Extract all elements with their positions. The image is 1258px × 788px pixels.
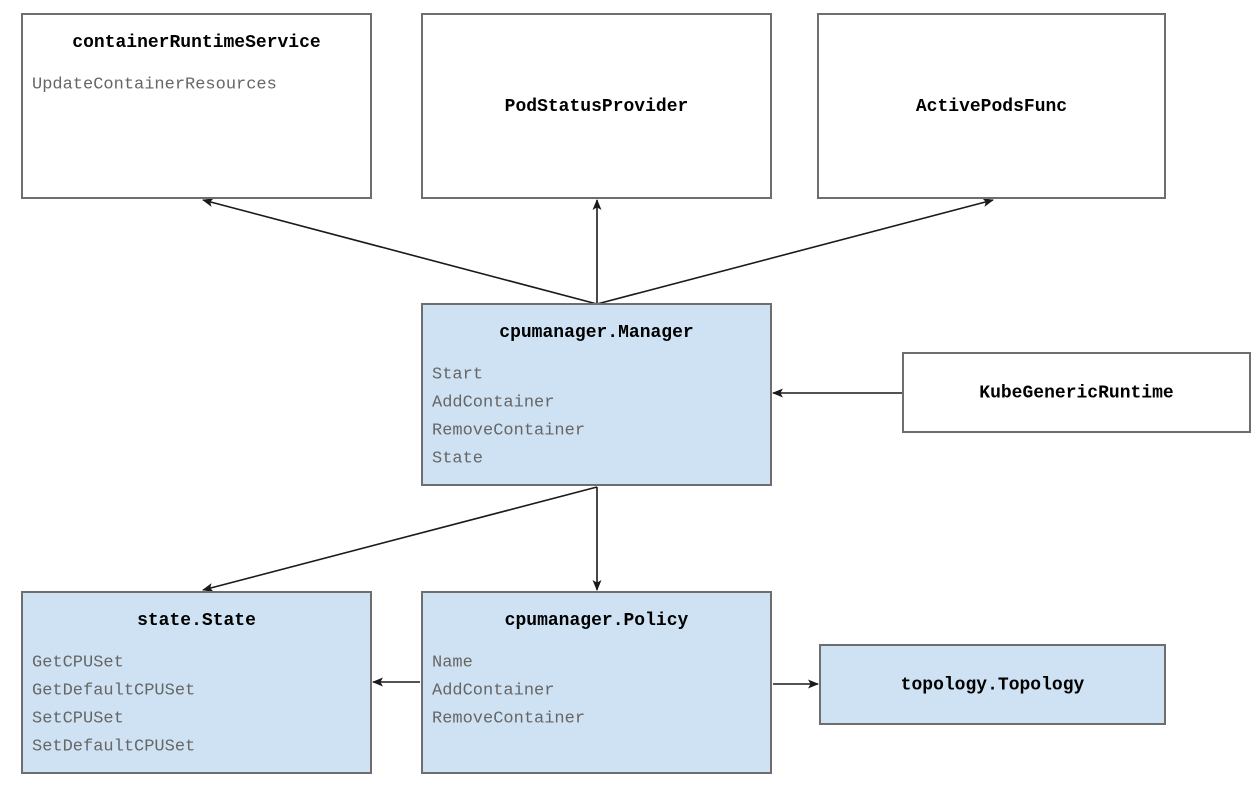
node-box-kubeGenericRuntime[interactable]	[902, 352, 1251, 433]
node-box-cpumanagerManager[interactable]	[421, 303, 772, 486]
node-kubeGenericRuntime[interactable]: KubeGenericRuntime	[902, 352, 1251, 433]
node-method-cpumanagerManager-2: RemoveContainer	[432, 421, 585, 440]
node-method-stateState-3: SetDefaultCPUSet	[32, 737, 195, 756]
edges-layer	[202, 198, 994, 689]
node-title-topologyTopology: topology.Topology	[901, 675, 1085, 695]
node-title-kubeGenericRuntime: KubeGenericRuntime	[979, 383, 1173, 403]
edge-manager-to-activePodsFunc	[596, 198, 994, 305]
edge-manager-to-containerRuntimeService	[202, 198, 598, 305]
node-method-containerRuntimeService-0: UpdateContainerResources	[32, 75, 277, 94]
node-method-stateState-1: GetDefaultCPUSet	[32, 681, 195, 700]
node-title-activePodsFunc: ActivePodsFunc	[916, 97, 1067, 117]
node-topologyTopology[interactable]: topology.Topology	[819, 644, 1166, 725]
node-box-stateState[interactable]	[21, 591, 372, 774]
node-title-cpumanagerPolicy: cpumanager.Policy	[505, 611, 689, 631]
nodes-layer: containerRuntimeServiceUpdateContainerRe…	[21, 13, 1251, 774]
node-method-cpumanagerManager-0: Start	[432, 365, 483, 384]
edge-manager-to-stateState	[202, 486, 598, 592]
node-box-containerRuntimeService[interactable]	[21, 13, 372, 199]
node-title-cpumanagerManager: cpumanager.Manager	[499, 323, 693, 343]
node-method-cpumanagerPolicy-2: RemoveContainer	[432, 709, 585, 728]
node-method-stateState-0: GetCPUSet	[32, 653, 124, 672]
node-containerRuntimeService[interactable]: containerRuntimeServiceUpdateContainerRe…	[21, 13, 372, 199]
node-box-activePodsFunc[interactable]	[817, 13, 1166, 199]
node-cpumanagerPolicy[interactable]: cpumanager.PolicyNameAddContainerRemoveC…	[421, 591, 772, 774]
node-box-topologyTopology[interactable]	[819, 644, 1166, 725]
node-title-stateState: state.State	[137, 611, 256, 631]
node-title-podStatusProvider: PodStatusProvider	[505, 97, 689, 117]
node-method-cpumanagerPolicy-0: Name	[432, 653, 473, 672]
node-title-containerRuntimeService: containerRuntimeService	[72, 33, 320, 53]
node-box-cpumanagerPolicy[interactable]	[421, 591, 772, 774]
node-box-podStatusProvider[interactable]	[421, 13, 772, 199]
node-method-cpumanagerManager-3: State	[432, 449, 483, 468]
node-method-cpumanagerManager-1: AddContainer	[432, 393, 554, 412]
node-method-cpumanagerPolicy-1: AddContainer	[432, 681, 554, 700]
node-activePodsFunc[interactable]: ActivePodsFunc	[817, 13, 1166, 199]
node-stateState[interactable]: state.StateGetCPUSetGetDefaultCPUSetSetC…	[21, 591, 372, 774]
node-podStatusProvider[interactable]: PodStatusProvider	[421, 13, 772, 199]
node-cpumanagerManager[interactable]: cpumanager.ManagerStartAddContainerRemov…	[421, 303, 772, 486]
node-method-stateState-2: SetCPUSet	[32, 709, 124, 728]
